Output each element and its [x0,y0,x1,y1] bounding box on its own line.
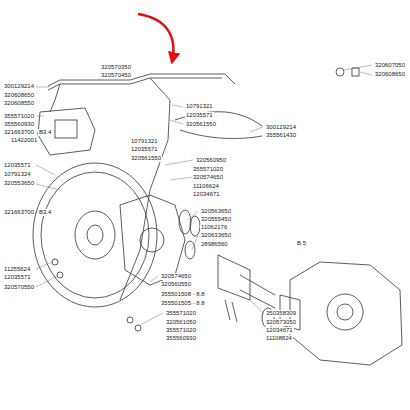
washer [135,325,141,331]
cable [180,130,262,138]
hub [75,211,115,259]
callout-number: 12035571 [185,112,214,119]
callout-number: 320570550 [3,284,35,291]
callout-number: 355560930 [165,335,197,342]
callout-number: 11106624 [192,183,220,190]
callout-number: 320574650 [160,273,192,280]
seal [185,241,195,259]
washer [57,272,63,278]
callout-number: 11255624 [3,266,31,273]
callout-number: 355571020 [165,310,197,317]
callout-number: 11422001 [10,137,38,144]
callout-number: 320608650 [3,92,35,99]
axle-tube [240,275,275,308]
callout-number: 12035571 [3,162,32,169]
gearbox-boss [327,294,363,330]
gearbox-housing [290,262,402,365]
callout-number: 12034671 [192,191,221,198]
callout-number: 300129214 [3,83,35,90]
callout-number: 28986560 [200,241,229,248]
callout-number: 10791321 [185,103,214,110]
callout-number: 355501508 - 8.8 [160,291,206,298]
gearbox-boss [337,304,353,320]
nut [352,68,359,76]
callout-number: 321663700 [3,129,35,136]
callout-number: 355561430 [265,132,297,139]
bearing [140,228,164,252]
callout-number: 10791321 [130,138,159,145]
brake-pipe [120,78,170,300]
callout-number: 320574650 [192,174,224,181]
axle-flange [218,255,250,300]
callout-number: 321663700 [3,209,35,216]
callout-number: 320560550 [160,281,192,288]
callout-number: 320570450 [100,72,132,79]
callout-number: 355571020 [192,166,224,173]
seal [179,210,191,234]
brake-disc-edge [41,172,149,298]
callout-number: 11062176 [200,224,228,231]
callout-number: 320570350 [100,64,132,71]
callout-number: 320608650 [374,71,406,78]
callout-number: 320607050 [374,62,406,69]
fitting [336,68,344,76]
bolt [225,300,237,322]
callout-number: 11108824 [265,335,293,342]
callout-number: 355571020 [165,327,197,334]
caliper-piston [55,120,77,138]
brake-pipe [50,84,60,112]
brake-disc [33,163,157,307]
callout-number: 320608550 [3,100,35,107]
callout-number: 355560930 [3,121,35,128]
callout-number: 320633650 [200,232,232,239]
callout-number: 320561550 [130,155,162,162]
hub-centre [87,225,103,245]
callout-number: 320555450 [200,216,232,223]
callout-number: 300129214 [265,124,297,131]
red-arrow [138,14,173,62]
brake-line [48,78,222,90]
callout-number: 10791324 [3,171,32,178]
callout-number: 12035571 [130,146,159,153]
backing-plate [120,195,185,285]
drawing [33,68,402,365]
callout-number: 355571020 [3,113,35,120]
callout-number: 320560950 [195,157,227,164]
callout-number: 320553650 [3,180,35,187]
callout-number: 320573050 [265,319,297,326]
bolt [52,259,58,265]
callout-number: 355501505 - 8.8 [160,300,206,307]
callout-number: 320563650 [200,208,232,215]
caliper [38,108,95,155]
callout-number: B 5 [296,240,307,247]
leader-lines [36,65,372,325]
callout-number: 320561550 [185,121,217,128]
callout-number: 320561050 [165,319,197,326]
callout-number: 350358309 [265,310,297,317]
bolt [127,317,133,323]
callout-number: 12035571 [3,274,32,281]
callout-number: B3.4 [38,129,52,136]
bearing-ring [190,216,200,236]
callout-number: B3.4 [38,209,52,216]
callout-number: 12034671 [265,327,294,334]
